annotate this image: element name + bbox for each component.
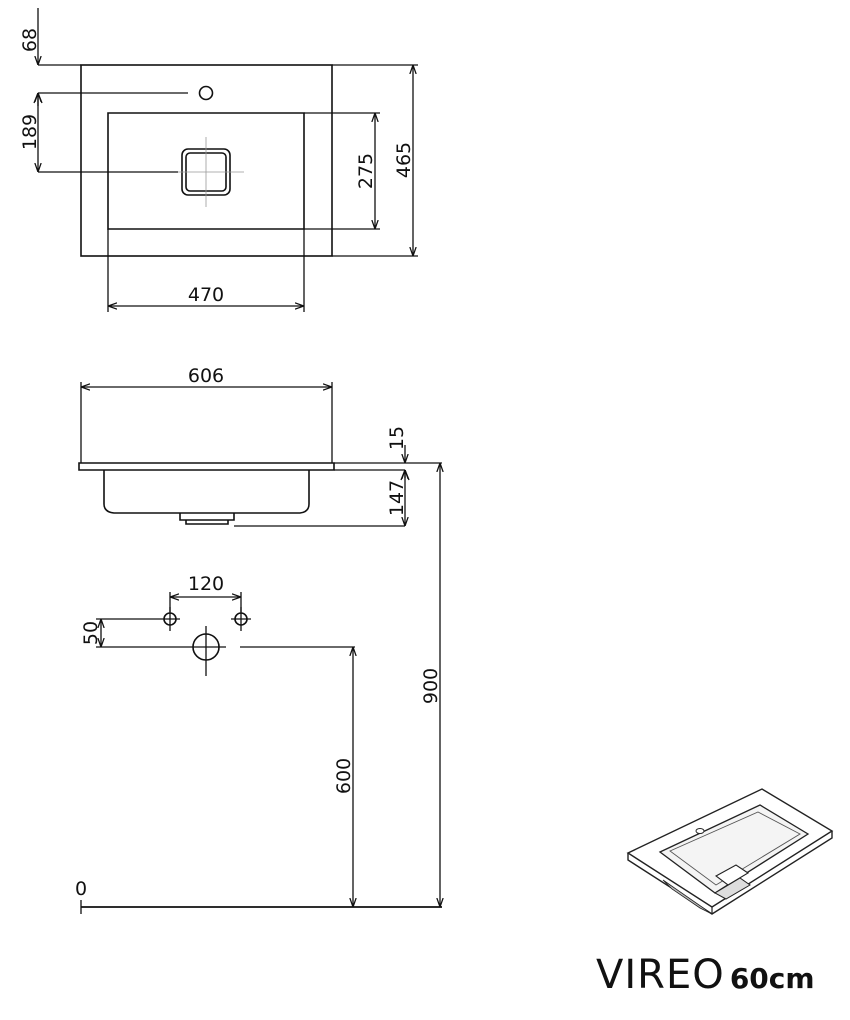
basin-rim-side (78, 462, 335, 471)
basin-perspective-icon (626, 788, 834, 915)
drain-outlet-side (179, 513, 235, 521)
dim-supply-height-offset: 50 (80, 621, 102, 645)
dim-tap-hole-offset: 68 (19, 28, 41, 52)
bowl-body-side (103, 470, 310, 514)
dim-drain-offset: 189 (19, 114, 41, 150)
dim-basin-depth: 465 (393, 142, 415, 178)
dim-bowl-depth-inner: 275 (355, 153, 377, 189)
dim-top-height: 900 (420, 668, 442, 704)
dim-bowl-width: 470 (188, 284, 224, 306)
dim-supply-spacing: 120 (188, 573, 224, 595)
waste-outlet-crosshair-circle-icon (186, 626, 226, 676)
wall-connections: 120 50 600 900 (75, 463, 442, 914)
basin-outline-top (80, 64, 333, 257)
dim-floor-level: 0 (75, 878, 87, 900)
square-drain-icon (170, 137, 244, 207)
supply-port-right-crosshair-circle-icon (231, 607, 251, 631)
dim-bowl-height: 147 (386, 480, 408, 516)
dim-basin-width: 606 (188, 365, 224, 387)
product-title: VIREO 60cm (596, 952, 815, 998)
dim-rim-thickness: 15 (386, 426, 408, 450)
product-size: 60cm (729, 962, 815, 995)
side-view: 606 15 147 (78, 365, 442, 527)
dim-drain-height: 600 (333, 758, 355, 794)
product-name: VIREO (596, 952, 725, 998)
supply-port-left-crosshair-circle-icon (160, 607, 180, 631)
tap-hole-circle-icon (198, 85, 214, 101)
top-view: 68 189 275 465 470 (19, 8, 418, 312)
